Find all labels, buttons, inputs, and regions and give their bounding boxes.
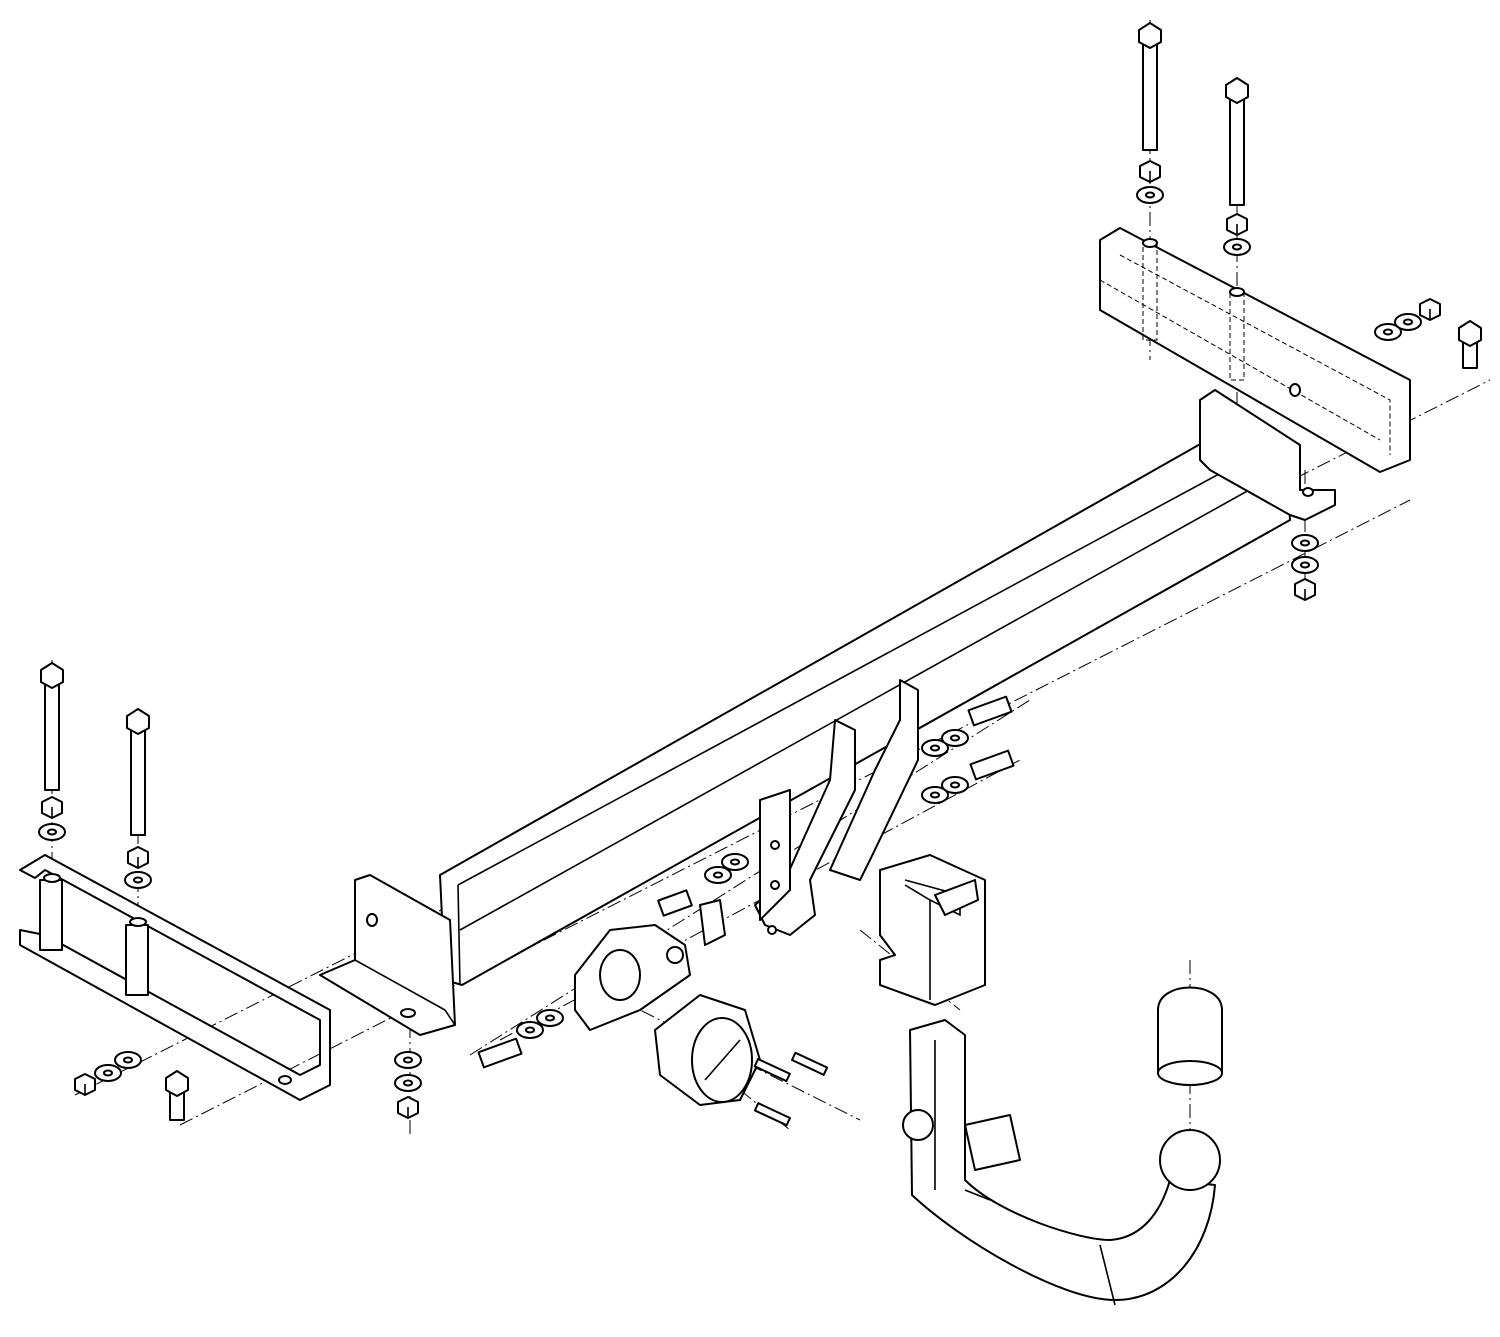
center-lines xyxy=(51,20,1491,1140)
right-end-plate xyxy=(1199,389,1336,521)
tow-ball-cap xyxy=(1157,986,1223,1086)
left-vertical-bolts xyxy=(38,662,189,1121)
right-mounting-bracket xyxy=(1099,227,1411,473)
center-hangers xyxy=(754,679,1015,936)
crossbar-tube xyxy=(439,429,1291,986)
socket-bracket xyxy=(477,853,749,1069)
electrical-socket xyxy=(654,994,829,1127)
left-mounting-bracket xyxy=(19,854,331,1101)
receiver-housing xyxy=(879,854,986,1006)
tow-ball-neck xyxy=(902,1019,1221,1306)
left-end-plate xyxy=(319,874,456,1036)
right-vertical-bolts xyxy=(394,22,1482,1119)
